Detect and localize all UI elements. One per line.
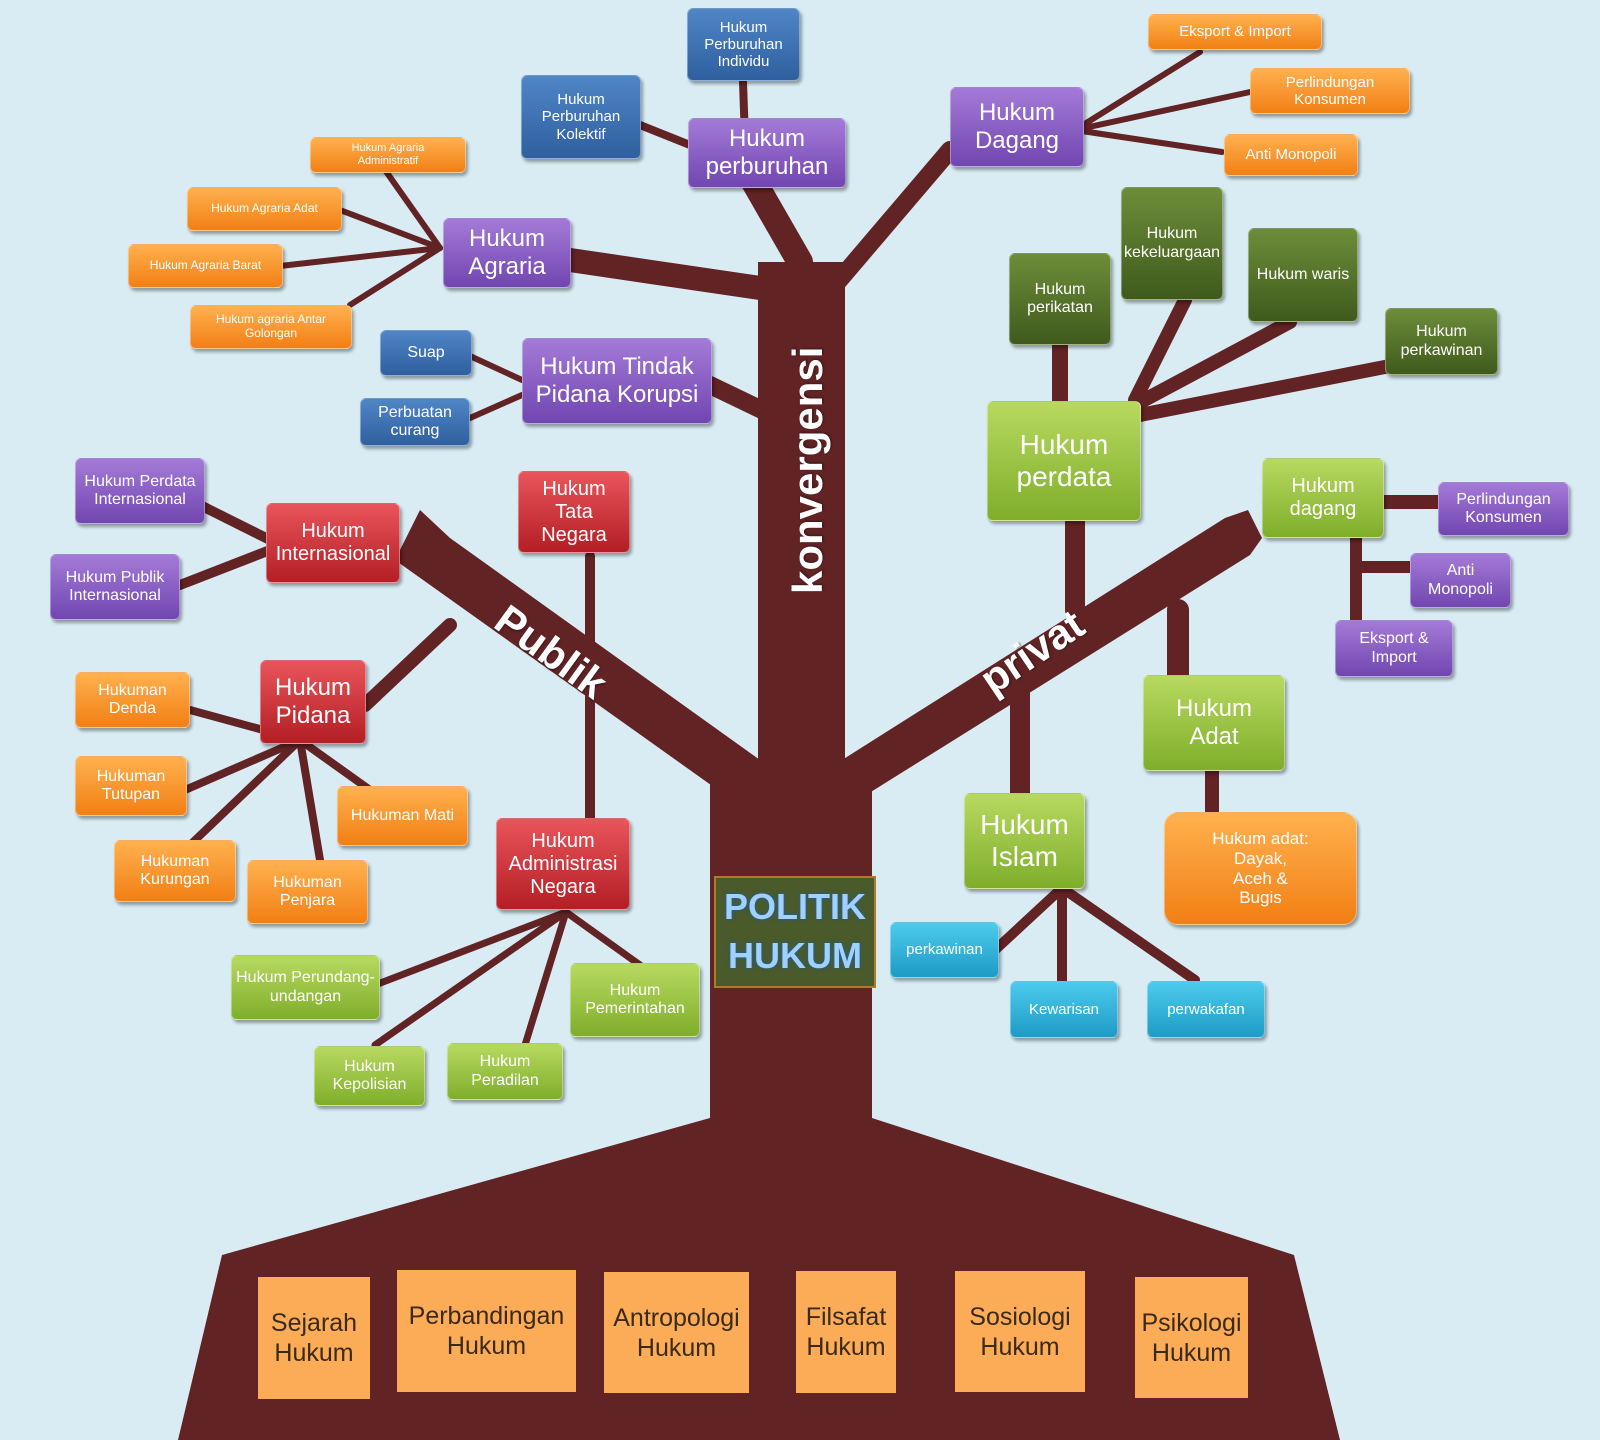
root-sejarah-hukum: Sejarah Hukum	[258, 1277, 370, 1399]
islam-item-perkawinan: perkawinan	[890, 922, 999, 978]
dagang-privat-item-eksport-import: Eksport & Import	[1335, 620, 1453, 677]
hukum-agraria-node: Hukum Agraria	[443, 218, 571, 288]
perdata-item-perikatan: Hukum perikatan	[1009, 253, 1111, 345]
dagang-item-perlindungan-konsumen: Perlindungan Konsumen	[1250, 68, 1410, 114]
hukum-perdata-node: Hukum perdata	[987, 401, 1141, 521]
hukum-dagang-node: Hukum Dagang	[950, 87, 1084, 167]
dagang-privat-item-perlindungan-konsumen: Perlindungan Konsumen	[1438, 482, 1569, 536]
korupsi-item-suap: Suap	[380, 330, 472, 376]
perdata-item-perkawinan: Hukum perkawinan	[1385, 308, 1498, 375]
politik-hukum-center: POLITIK HUKUM	[714, 876, 876, 988]
root-antropologi-hukum: Antropologi Hukum	[604, 1272, 749, 1393]
hukum-perburuhan-individu-node: Hukum Perburuhan Individu	[687, 8, 800, 81]
dagang-item-eksport-import: Eksport & Import	[1148, 14, 1322, 50]
hukum-pidana-node: Hukum Pidana	[260, 660, 366, 744]
root-filsafat-hukum: Filsafat Hukum	[796, 1271, 896, 1393]
internasional-item-perdata: Hukum Perdata Internasional	[75, 458, 205, 524]
pidana-item-denda: Hukuman Denda	[75, 672, 190, 728]
hukum-islam-node: Hukum Islam	[964, 793, 1085, 889]
perdata-item-kekeluargaan: Hukum kekeluargaan	[1121, 187, 1223, 300]
pidana-item-kurungan: Hukuman Kurungan	[114, 840, 236, 902]
administrasi-item-pemerintahan: Hukum Pemerintahan	[570, 963, 700, 1037]
privat-branch	[842, 510, 1262, 810]
perdata-item-waris: Hukum waris	[1248, 228, 1358, 322]
hukum-adat-detail-node: Hukum adat: Dayak, Aceh & Bugis	[1164, 812, 1357, 925]
administrasi-item-perundang-undangan: Hukum Perundang- undangan	[231, 955, 380, 1020]
korupsi-item-perbuatan-curang: Perbuatan curang	[360, 398, 470, 446]
root-perbandingan-hukum: Perbandingan Hukum	[397, 1270, 576, 1392]
internasional-item-publik: Hukum Publik Internasional	[50, 554, 180, 620]
hukum-administrasi-negara-node: Hukum Administrasi Negara	[496, 818, 630, 910]
pidana-item-mati: Hukuman Mati	[337, 786, 468, 846]
root-psikologi-hukum: Psikologi Hukum	[1135, 1277, 1248, 1398]
agraria-item-antar-golongan: Hukum agraria Antar Golongan	[190, 305, 352, 349]
administrasi-item-kepolisian: Hukum Kepolisian	[314, 1046, 425, 1106]
administrasi-item-peradilan: Hukum Peradilan	[447, 1043, 563, 1100]
hukum-adat-node: Hukum Adat	[1143, 675, 1285, 771]
hukum-perburuhan-node: Hukum perburuhan	[688, 118, 846, 188]
hukum-internasional-node: Hukum Internasional	[266, 503, 400, 583]
dagang-item-anti-monopoli: Anti Monopoli	[1224, 134, 1358, 176]
root-sosiologi-hukum: Sosiologi Hukum	[955, 1271, 1085, 1392]
hukum-perburuhan-kolektif-node: Hukum Perburuhan Kolektif	[521, 75, 641, 159]
branch-label-konvergensi: konvergensi	[784, 346, 831, 594]
konvergensi-branch	[758, 262, 845, 810]
hukum-dagang-privat-node: Hukum dagang	[1262, 458, 1384, 538]
pidana-item-tutupan: Hukuman Tutupan	[75, 756, 187, 816]
publik-branch	[395, 510, 760, 800]
dagang-privat-item-anti-monopoli: Anti Monopoli	[1410, 553, 1511, 608]
islam-item-perwakafan: perwakafan	[1147, 981, 1265, 1038]
hukum-tata-negara-node: Hukum Tata Negara	[518, 471, 630, 553]
hukum-tindak-pidana-korupsi-node: Hukum Tindak Pidana Korupsi	[522, 338, 712, 424]
agraria-item-adat: Hukum Agraria Adat	[187, 187, 342, 231]
agraria-item-barat: Hukum Agraria Barat	[128, 244, 283, 288]
pidana-item-penjara: Hukuman Penjara	[247, 860, 368, 924]
islam-item-kewarisan: Kewarisan	[1010, 981, 1118, 1038]
agraria-item-administratif: Hukum Agraria Administratif	[310, 137, 466, 173]
